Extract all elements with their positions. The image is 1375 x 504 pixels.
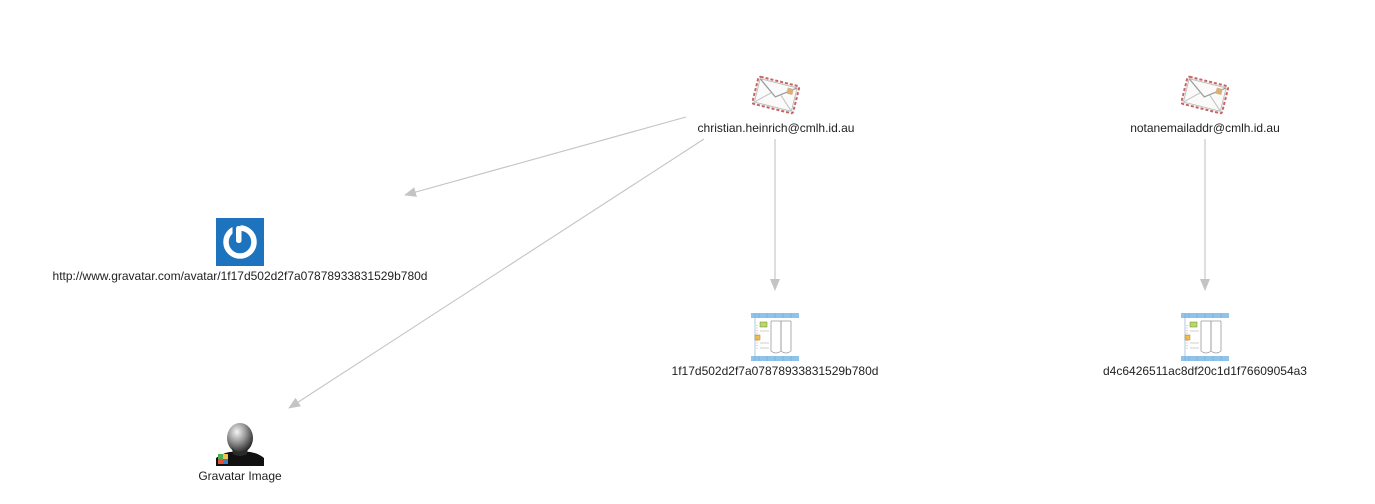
edge-email1-to-url: [404, 116, 687, 197]
gravatar-logo-icon: [216, 218, 264, 266]
node-label: http://www.gravatar.com/avatar/1f17d502d…: [52, 269, 428, 283]
node-label: christian.heinrich@cmlh.id.au: [697, 121, 855, 135]
envelope-icon: [752, 75, 800, 115]
node-gravatar-image[interactable]: Gravatar Image: [176, 418, 304, 483]
node-label: notanemailaddr@cmlh.id.au: [1130, 121, 1280, 135]
node-label: d4c6426511ac8df20c1d1f76609054a3: [1103, 364, 1307, 378]
portrait-photo-icon: [216, 418, 264, 466]
node-label: 1f17d502d2f7a07878933831529b780d: [671, 364, 879, 378]
node-hash-1f17[interactable]: 1f17d502d2f7a07878933831529b780d: [625, 313, 925, 378]
node-label: Gravatar Image: [198, 469, 282, 483]
edge-email1-to-image: [288, 138, 705, 409]
hash-table-icon: [1181, 313, 1229, 361]
node-email-notanemailaddr[interactable]: notanemailaddr@cmlh.id.au: [1105, 70, 1305, 135]
envelope-icon: [1181, 75, 1229, 115]
node-email-christian[interactable]: christian.heinrich@cmlh.id.au: [676, 70, 876, 135]
hash-table-icon: [751, 313, 799, 361]
node-gravatar-url[interactable]: http://www.gravatar.com/avatar/1f17d502d…: [10, 218, 470, 283]
node-hash-d4c6[interactable]: d4c6426511ac8df20c1d1f76609054a3: [1055, 313, 1355, 378]
